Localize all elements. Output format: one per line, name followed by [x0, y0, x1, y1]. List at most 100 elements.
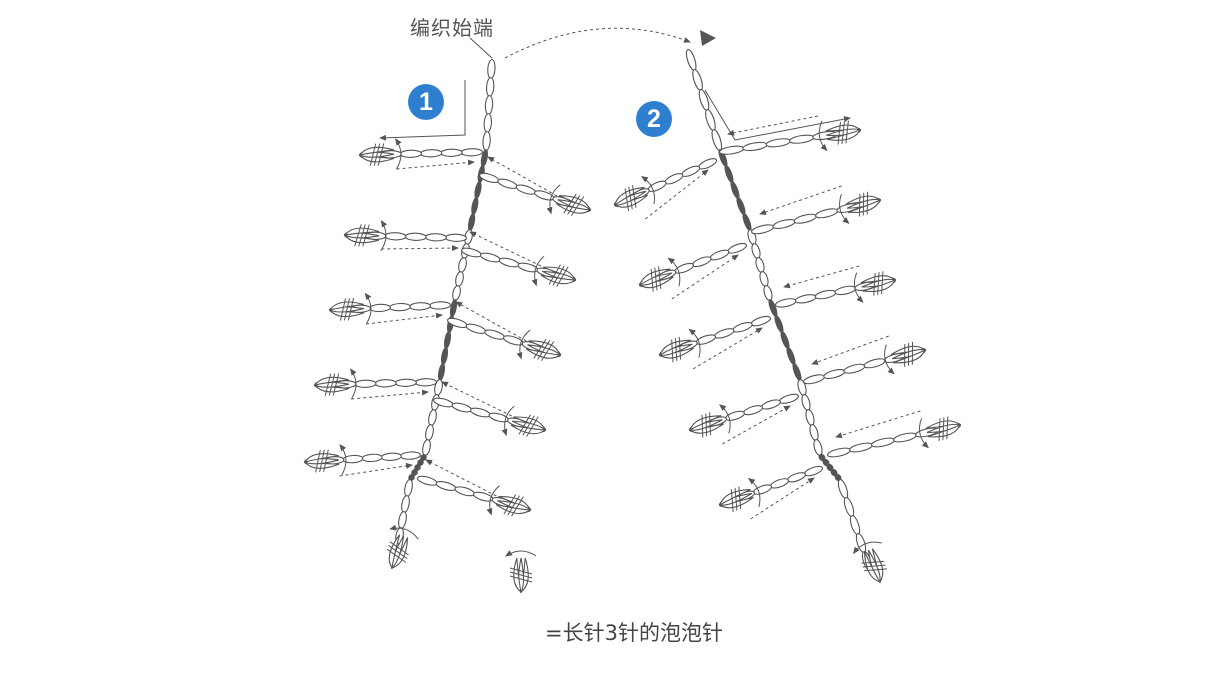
chain-stitch — [849, 442, 873, 453]
chain-stitch — [770, 478, 789, 489]
step-badge-1: 1 — [408, 84, 444, 120]
chain-stitch — [664, 173, 684, 185]
bobble-hatch — [904, 341, 914, 367]
chain-stitch — [486, 77, 495, 97]
chain-stitch — [804, 465, 823, 477]
bobble-stitch — [313, 368, 357, 400]
bobble-hatch — [369, 143, 385, 166]
bobble-stitch — [853, 271, 897, 303]
chain-stitch — [787, 472, 806, 483]
bobble-petal — [847, 198, 882, 214]
slip-stitch — [468, 213, 476, 231]
chain-stitch — [849, 514, 861, 536]
chain-stitch — [863, 358, 886, 369]
slip-stitch — [437, 363, 446, 381]
slip-stitch — [440, 347, 449, 365]
bobble-hatch — [315, 449, 329, 473]
bobble-hatch — [650, 266, 662, 292]
direction-arrow — [722, 405, 791, 445]
bobble-hatch — [339, 297, 355, 321]
direction-arrow — [425, 459, 497, 497]
direction-arrow — [455, 301, 527, 342]
direction-arrow — [783, 265, 860, 289]
chain-stitch — [827, 447, 851, 458]
chain-stitch — [803, 374, 826, 385]
chain-stitch — [451, 402, 473, 413]
direction-arrow — [380, 220, 388, 252]
direction-arrow — [692, 327, 763, 370]
chain-stitch — [404, 479, 413, 497]
bobble-petal — [313, 376, 350, 386]
chain-stitch — [711, 129, 723, 151]
chain-stitch — [401, 495, 410, 513]
chain-stitch — [414, 378, 437, 387]
chain-stitch — [424, 233, 447, 242]
bobble-stitch — [343, 220, 388, 252]
chain-stitch — [815, 208, 839, 219]
direction-arrow — [531, 255, 545, 287]
bobble-hatch — [671, 336, 682, 363]
bobble-stitch — [531, 255, 577, 287]
triangle-marker-icon — [700, 30, 716, 46]
bobble-petal — [328, 301, 364, 311]
chain-stitch — [698, 158, 718, 170]
bobble-hatch — [386, 541, 409, 563]
bobble-hatch — [730, 486, 742, 512]
bobble-hatch — [873, 271, 884, 296]
chain-stitch — [765, 138, 792, 148]
chain-stitch — [709, 249, 730, 261]
chain-stitch — [814, 289, 837, 300]
chain-stitch — [805, 409, 815, 426]
chain-stitch — [837, 478, 849, 500]
chain-stitch — [763, 285, 773, 301]
slip-stitch — [792, 363, 802, 381]
slip-stitch — [471, 197, 479, 215]
bobble-stitch — [852, 541, 887, 584]
chain-stitch — [751, 224, 775, 235]
chain-stitch — [698, 89, 710, 111]
bobble-petal — [513, 557, 522, 594]
direction-arrow — [727, 115, 819, 136]
direction-arrow — [688, 328, 701, 358]
bobble-stitch — [386, 524, 419, 570]
direction-arrow — [667, 257, 681, 287]
direction-arrow — [339, 444, 347, 476]
direction-arrow — [486, 485, 500, 516]
motif-2 — [613, 49, 962, 584]
bobble-petal — [358, 146, 395, 156]
start-label-leader — [469, 37, 493, 59]
chain-stitch — [871, 437, 895, 448]
chain-stitch — [705, 109, 716, 131]
bobble-hatch — [938, 416, 949, 442]
chain-stitch — [742, 141, 768, 152]
chain-stitch — [399, 149, 422, 158]
bobble-hatch — [701, 412, 711, 438]
chain-stitch — [779, 393, 799, 404]
bobble-hatch — [563, 193, 585, 216]
direction-arrow — [671, 254, 739, 300]
bobble-stitch — [486, 485, 532, 517]
direction-arrow — [546, 184, 561, 215]
bobble-petal — [510, 424, 547, 435]
chain-stitch — [772, 218, 796, 230]
direction-arrow — [365, 312, 443, 325]
connector-dashed-arc — [504, 27, 691, 59]
chain-stitch — [369, 303, 391, 313]
chain-stitch — [374, 379, 397, 388]
chain-stitch — [455, 271, 464, 287]
direction-arrow — [339, 462, 413, 477]
direction-arrow — [884, 344, 895, 375]
direction-arrow — [853, 272, 864, 303]
direction-arrow — [351, 389, 429, 400]
direction-arrow — [640, 176, 655, 205]
direction-arrow — [918, 418, 929, 449]
direction-arrow — [381, 245, 459, 252]
chain-stitch — [692, 69, 703, 91]
bobble-petal — [525, 348, 562, 359]
direction-arrow — [852, 541, 882, 555]
slip-stitch — [786, 347, 796, 365]
chain-stitch — [691, 256, 712, 268]
bobble-stitch — [505, 550, 537, 594]
chain-stitch — [809, 424, 819, 441]
